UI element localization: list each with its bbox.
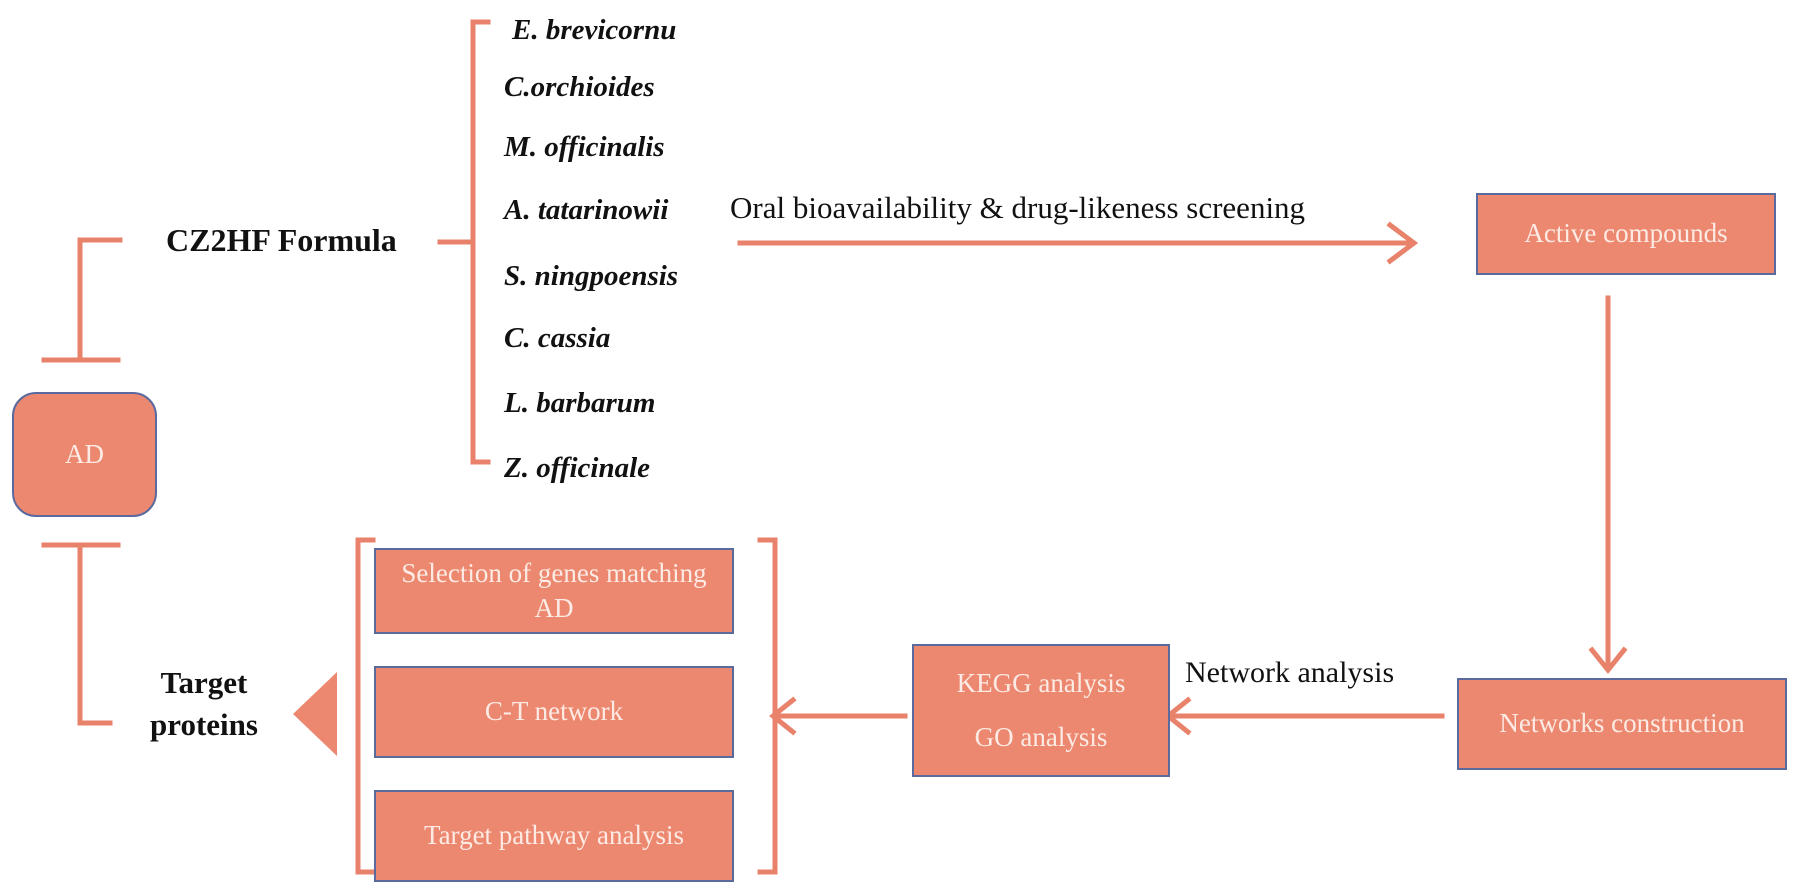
target-proteins-label: Target proteins xyxy=(124,662,284,746)
herb-item: Z. officinale xyxy=(504,452,651,484)
herb-item: C. cassia xyxy=(504,322,611,354)
gene-selection-label: Selection of genes matching AD xyxy=(401,557,707,623)
gene-selection-box: Selection of genes matching AD xyxy=(374,548,734,634)
target-line2: proteins xyxy=(150,707,258,742)
herbs-brace xyxy=(470,19,491,465)
active-compounds-box: Active compounds xyxy=(1476,193,1776,275)
herb-item: E. brevicornu xyxy=(512,14,677,46)
ct-network-box: C-T network xyxy=(374,666,734,758)
go-analysis-label: GO analysis xyxy=(974,722,1108,753)
ad-label: AD xyxy=(65,439,104,469)
networks-construction-label: Networks construction xyxy=(1499,708,1745,739)
screening-arrow-head xyxy=(1386,221,1419,265)
kegg-go-box: KEGG analysis GO analysis xyxy=(912,644,1170,777)
ad-target-connector xyxy=(77,542,113,726)
ct-network-label: C-T network xyxy=(484,696,624,727)
target-pointer-triangle xyxy=(293,672,337,756)
network-analysis-label: Network analysis xyxy=(1185,656,1395,689)
active-compounds-label: Active compounds xyxy=(1524,218,1728,249)
target-pathway-box: Target pathway analysis xyxy=(374,790,734,882)
analysis-right-bracket xyxy=(757,537,778,875)
down-arrow-head xyxy=(1588,646,1628,675)
networks-construction-box: Networks construction xyxy=(1457,678,1787,770)
ad-box: AD xyxy=(12,392,157,517)
kegg-analysis-label: KEGG analysis xyxy=(956,667,1126,698)
analysis-left-bracket xyxy=(355,537,376,875)
herb-item: S. ningpoensis xyxy=(504,260,679,292)
herb-item: L. barbarum xyxy=(504,387,656,419)
herb-item: C.orchioides xyxy=(504,71,655,103)
herb-item: M. officinalis xyxy=(504,131,665,163)
formula-title: CZ2HF Formula xyxy=(166,222,397,258)
herb-item: A. tatarinowii xyxy=(504,194,669,226)
target-line1: Target xyxy=(160,665,248,700)
screening-label: Oral bioavailability & drug-likeness scr… xyxy=(730,190,1306,225)
target-pathway-label: Target pathway analysis xyxy=(423,820,685,851)
ad-formula-connector xyxy=(77,237,123,363)
